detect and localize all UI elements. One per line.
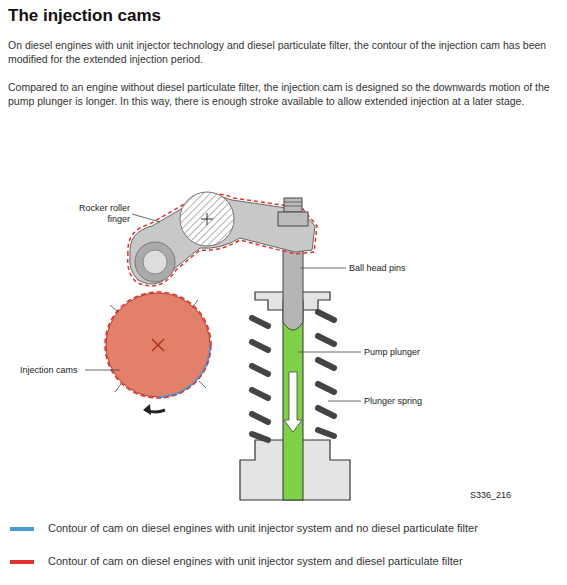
part-label: Plunger spring	[364, 396, 422, 407]
figure-number: S336_216	[470, 490, 511, 501]
part-label: Injection cams	[20, 365, 78, 376]
legend-text: Contour of cam on diesel engines with un…	[48, 555, 463, 567]
paragraph: On diesel engines with unit injector tec…	[8, 38, 560, 66]
part-label: Ball head pins	[349, 263, 406, 274]
part-label: Pump plunger	[364, 347, 420, 358]
paragraph: Compared to an engine without diesel par…	[8, 80, 560, 108]
legend-swatch	[10, 560, 34, 564]
heading: The injection cams	[8, 6, 161, 26]
legend-text: Contour of cam on diesel engines with un…	[48, 522, 478, 534]
legend-swatch	[10, 527, 34, 531]
part-label: Rocker roller finger	[72, 203, 130, 225]
